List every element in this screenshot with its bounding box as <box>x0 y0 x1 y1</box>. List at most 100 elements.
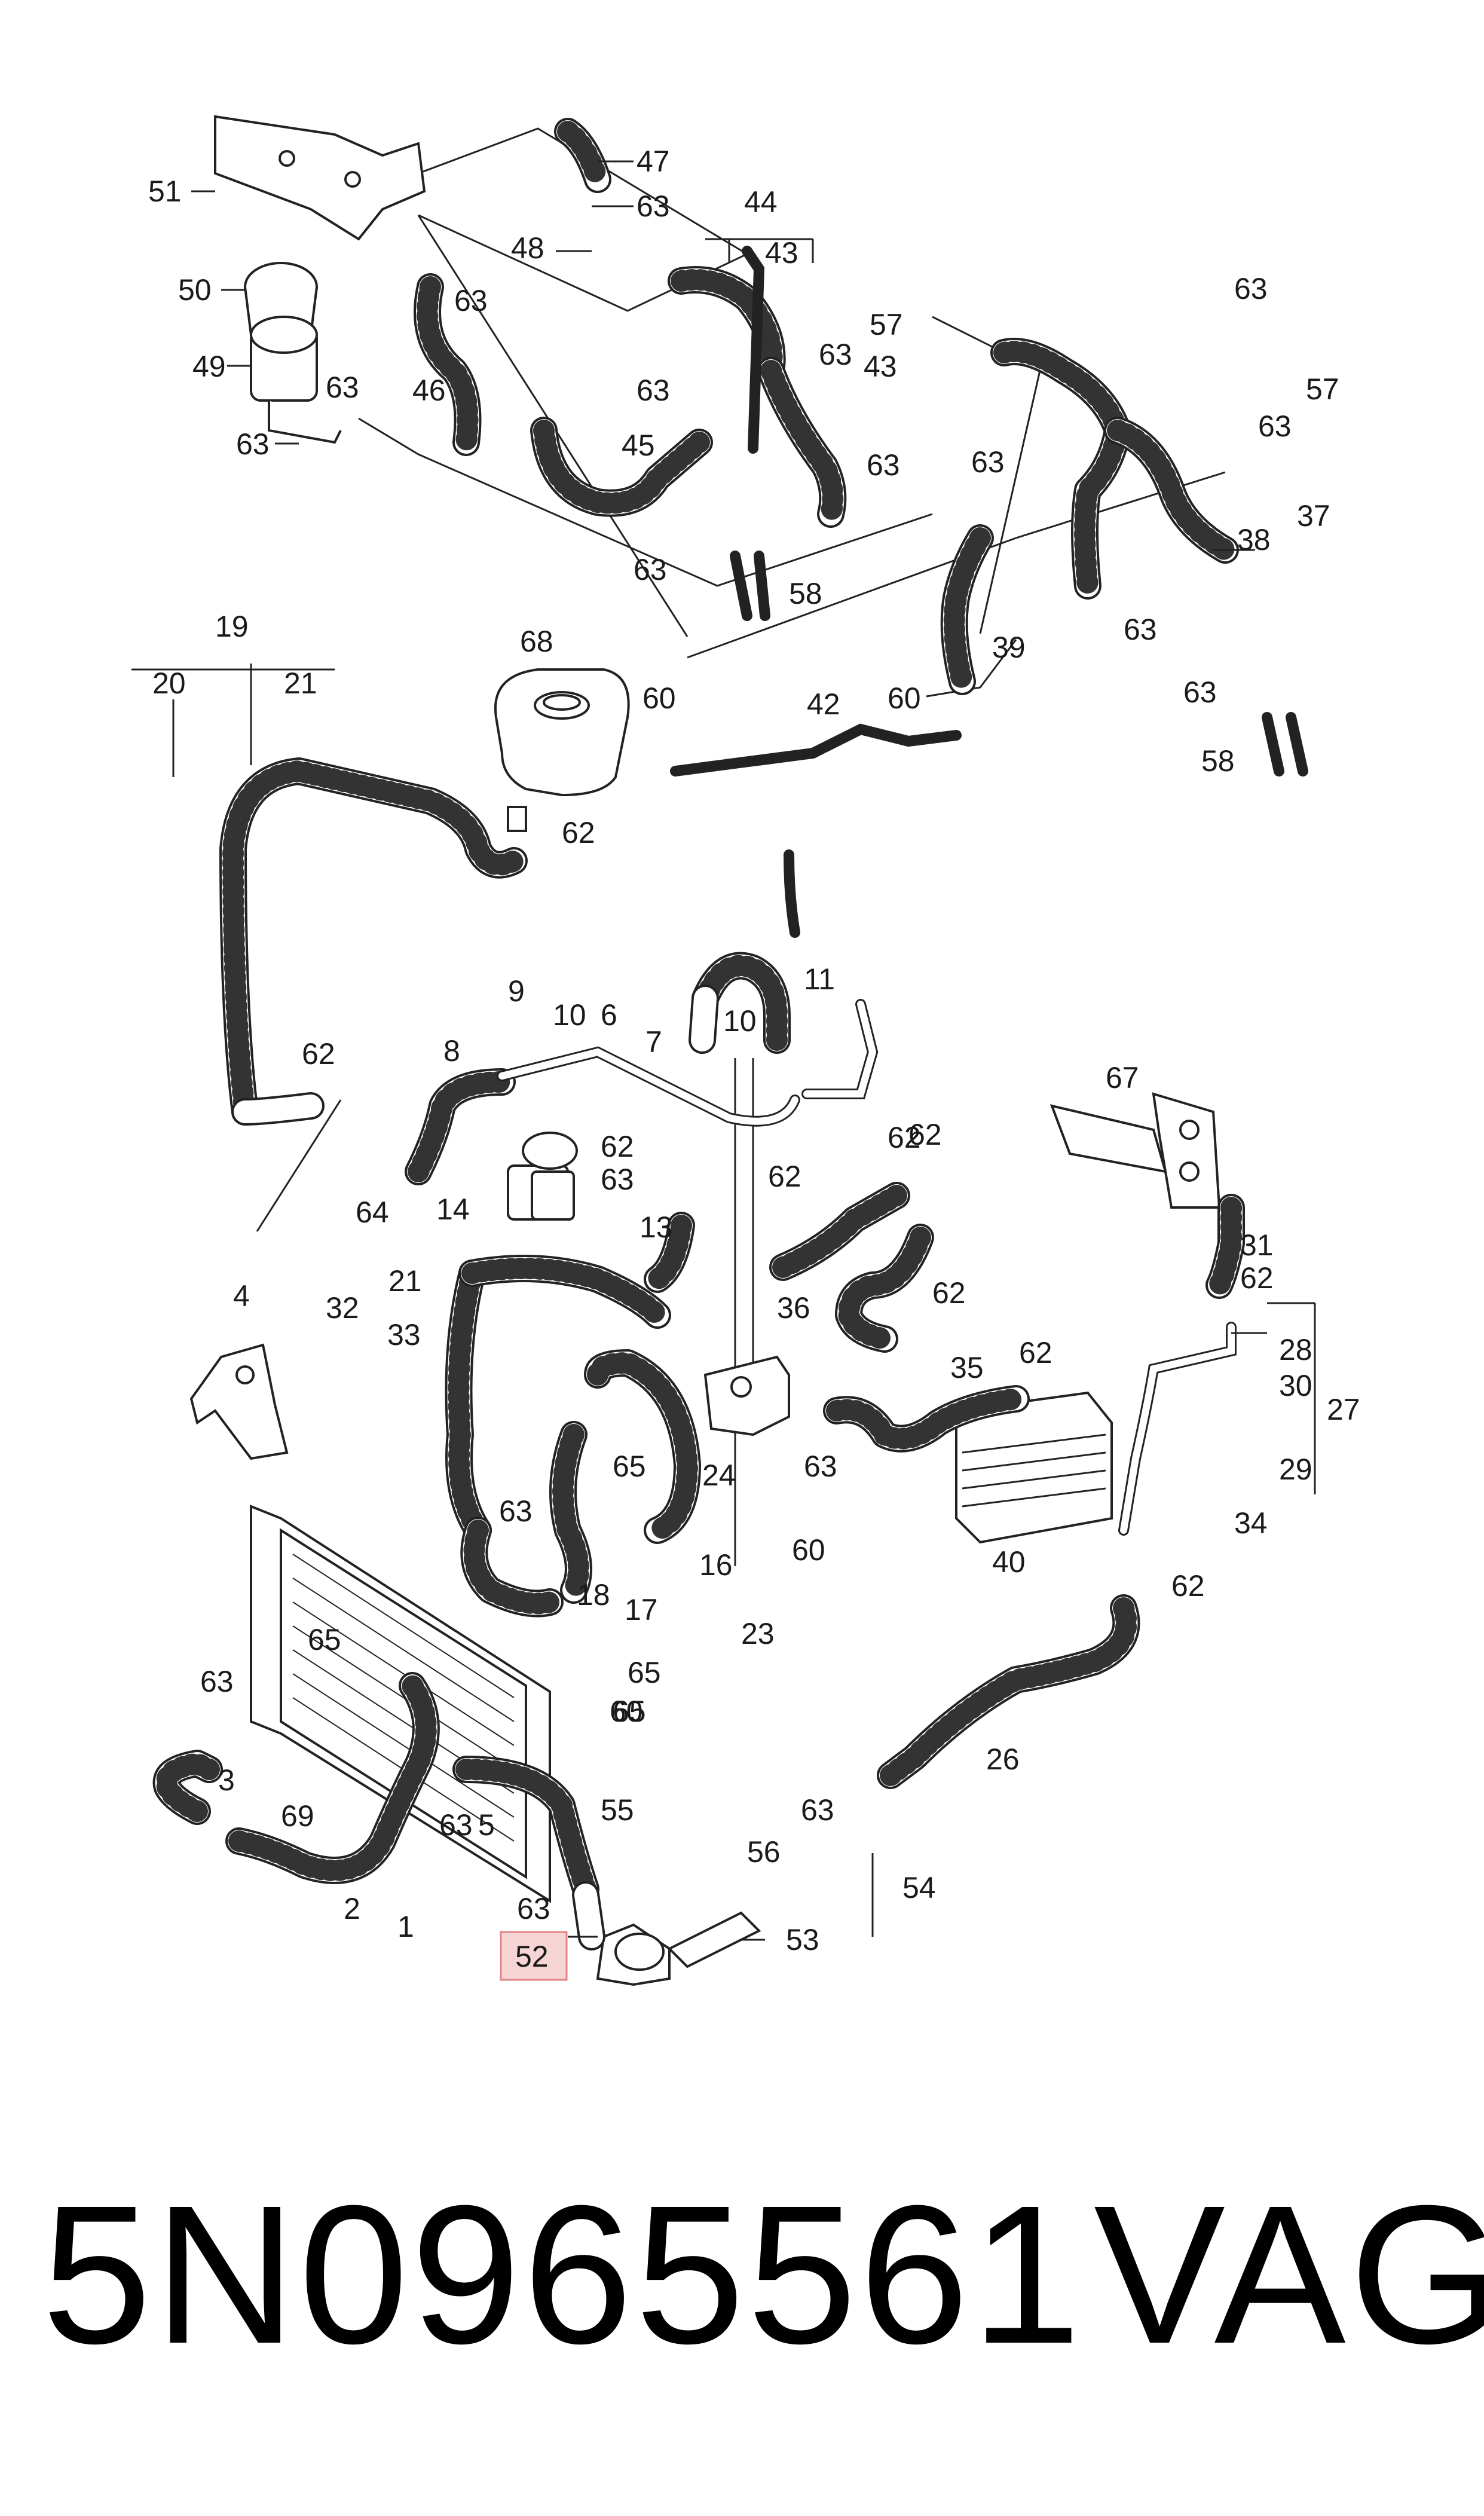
callout-label: 62 <box>908 1118 942 1151</box>
callout-label: 62 <box>1171 1569 1205 1603</box>
callout-label: 3 <box>218 1763 235 1797</box>
part-number: 5N0965561 <box>42 2164 1084 2384</box>
callout-label: 8 <box>443 1034 460 1068</box>
callout-label: 30 <box>1279 1369 1312 1402</box>
callout-label: 23 <box>741 1617 775 1650</box>
callout-label: 43 <box>765 236 798 270</box>
callout-label: 57 <box>870 308 903 341</box>
egr-cooler-67 <box>1049 1092 1221 1209</box>
brand-name: VAG <box>1094 2164 1484 2384</box>
callout-label: 46 <box>412 374 446 407</box>
highlight-box-52 <box>500 1931 568 1981</box>
callout-label: 63 <box>819 338 852 371</box>
callout-label: 36 <box>777 1291 810 1325</box>
callout-label: 4 <box>233 1279 250 1313</box>
callout-label: 45 <box>622 429 655 462</box>
callout-label: 39 <box>992 631 1026 664</box>
callout-label: 11 <box>804 962 835 996</box>
bracket-51 <box>214 115 426 241</box>
callout-label: 50 <box>178 273 212 307</box>
pipes <box>497 246 1308 1536</box>
callout-label: 63 <box>634 553 667 586</box>
callout-label: 62 <box>888 1121 921 1154</box>
callout-label: 63 <box>1234 272 1268 305</box>
callout-label: 40 <box>992 1545 1026 1579</box>
oil-cooler-40 <box>955 1391 1113 1544</box>
callout-label: 10 <box>553 998 586 1032</box>
callout-label: 65 <box>613 1450 646 1483</box>
callout-label: 56 <box>747 1835 781 1869</box>
callout-label: 58 <box>1201 744 1235 778</box>
callout-labels: 51 47 63 44 43 48 63 57 63 50 63 46 43 4… <box>148 145 1360 1973</box>
callout-label: 60 <box>792 1533 825 1567</box>
pump-49-50 <box>244 262 342 444</box>
callout-label: 63 <box>1183 675 1217 709</box>
callout-label: 63 <box>601 1163 634 1196</box>
callout-label: 62 <box>768 1160 801 1193</box>
callout-label: 5 <box>478 1808 495 1842</box>
callout-label: 6 <box>601 998 617 1032</box>
callout-label: 62 <box>601 1130 634 1163</box>
callout-label: 47 <box>637 145 670 178</box>
callout-label: 52 <box>515 1940 549 1973</box>
callout-label: 20 <box>152 667 186 700</box>
callout-label: 2 <box>344 1892 360 1925</box>
callout-label: 7 <box>645 1025 662 1059</box>
radiator-69 <box>250 1505 551 1903</box>
callout-label: 21 <box>284 667 317 700</box>
water-pump-52 <box>596 1911 761 1986</box>
callout-label: 63 <box>517 1892 550 1925</box>
callout-label: 63 <box>200 1665 234 1698</box>
callout-label: 42 <box>807 687 840 721</box>
frame-lines <box>256 127 1226 1566</box>
thermostat-housing-4 <box>189 1343 289 1460</box>
callout-label: 68 <box>520 625 553 658</box>
coolant-flange-24 <box>703 1355 790 1436</box>
callout-label: 58 <box>789 577 822 610</box>
callout-label: 32 <box>326 1291 359 1325</box>
callout-label: 62 <box>932 1276 966 1310</box>
callout-label: 18 <box>577 1578 610 1612</box>
callout-label: 33 <box>387 1318 421 1352</box>
callout-label: 48 <box>511 231 544 265</box>
callout-label: 65 <box>613 1695 646 1728</box>
callout-label: 1 <box>397 1910 414 1943</box>
callout-label: 54 <box>902 1871 936 1904</box>
expansion-tank-68 <box>494 668 630 832</box>
callout-label: 63 <box>439 1808 473 1842</box>
callout-label: 62 <box>562 816 595 849</box>
callout-label: 13 <box>640 1210 673 1244</box>
callout-label: 27 <box>1327 1393 1360 1426</box>
callout-label: 63 <box>499 1494 533 1528</box>
callout-label: 28 <box>1279 1333 1312 1366</box>
callout-label: 55 <box>601 1793 634 1827</box>
callout-label: 63 <box>971 445 1005 479</box>
callout-label: 14 <box>436 1193 470 1226</box>
callout-label: 63 <box>801 1793 834 1827</box>
callout-label: 63 <box>867 448 900 482</box>
callout-label: 57 <box>1306 372 1339 406</box>
callout-label: 21 <box>388 1264 422 1298</box>
callout-label: 31 <box>1240 1228 1274 1262</box>
callout-label: 69 <box>281 1799 314 1833</box>
callout-label: 29 <box>1279 1453 1312 1486</box>
aux-pump-14 <box>507 1132 578 1221</box>
callout-label: 19 <box>215 610 249 643</box>
callout-label: 63 <box>454 284 488 317</box>
callout-label: 44 <box>744 185 778 219</box>
hoses <box>152 118 1245 1951</box>
callout-label: 60 <box>610 1695 643 1728</box>
callout-label: 64 <box>356 1196 389 1229</box>
leader-lines <box>131 160 1316 1941</box>
callout-label: 37 <box>1297 499 1330 533</box>
callout-label: 60 <box>642 681 676 715</box>
callout-label: 49 <box>192 350 226 383</box>
callout-label: 38 <box>1237 523 1271 557</box>
callout-label: 62 <box>302 1037 335 1071</box>
callout-label: 63 <box>637 189 670 223</box>
callout-label: 60 <box>888 681 921 715</box>
callout-label: 35 <box>950 1351 984 1384</box>
callout-label: 63 <box>236 427 270 461</box>
callout-label: 51 <box>148 175 182 208</box>
